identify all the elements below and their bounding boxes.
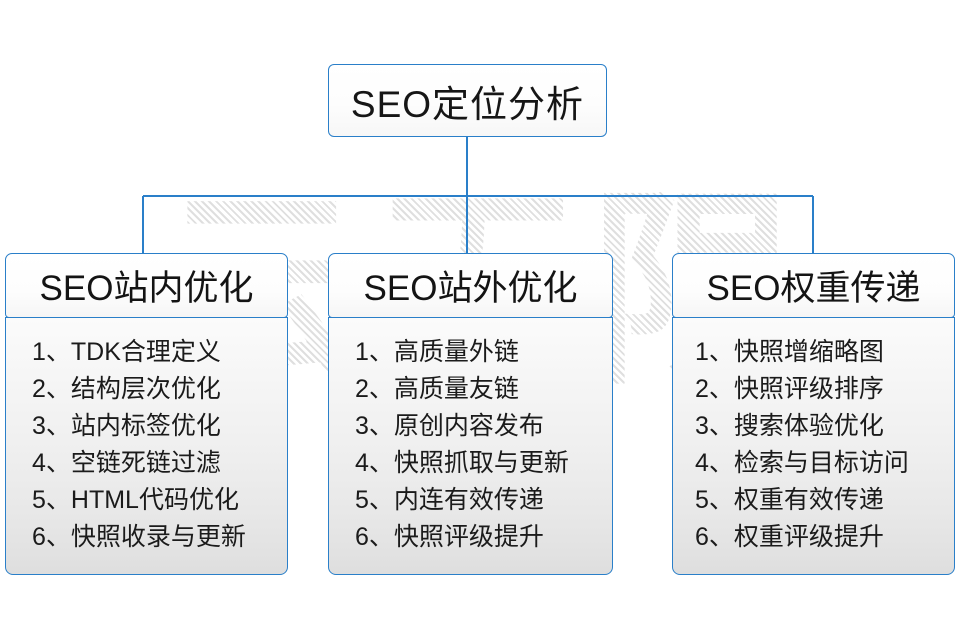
list-item: 2、高质量友链 <box>355 374 519 403</box>
list-item: 1、快照增缩略图 <box>695 337 884 366</box>
branch-column-2: SEO站外优化 1、高质量外链 2、高质量友链 3、原创内容发布 4、快照抓取与… <box>328 253 613 575</box>
branch-column-3: SEO权重传递 1、快照增缩略图 2、快照评级排序 3、搜索体验优化 4、检索与… <box>672 253 955 575</box>
list-item: 5、HTML代码优化 <box>32 485 239 514</box>
list-item: 5、内连有效传递 <box>355 485 544 514</box>
list-item: 3、搜索体验优化 <box>695 411 884 440</box>
list-item: 5、权重有效传递 <box>695 485 884 514</box>
root-node-label: SEO定位分析 <box>350 83 585 125</box>
list-item: 4、快照抓取与更新 <box>355 448 569 477</box>
list-item: 2、结构层次优化 <box>32 374 221 403</box>
branch-header-1[interactable]: SEO站内优化 <box>5 253 288 318</box>
list-item: 1、TDK合理定义 <box>32 337 221 366</box>
branch-body-1: 1、TDK合理定义 2、结构层次优化 3、站内标签优化 4、空链死链过滤 5、H… <box>5 316 288 575</box>
branch-body-2: 1、高质量外链 2、高质量友链 3、原创内容发布 4、快照抓取与更新 5、内连有… <box>328 316 613 575</box>
list-item: 3、原创内容发布 <box>355 411 544 440</box>
branch-column-1: SEO站内优化 1、TDK合理定义 2、结构层次优化 3、站内标签优化 4、空链… <box>5 253 288 575</box>
branch-list-2: 1、高质量外链 2、高质量友链 3、原创内容发布 4、快照抓取与更新 5、内连有… <box>329 334 612 556</box>
branch-header-label-3: SEO权重传递 <box>706 269 921 308</box>
branch-header-3[interactable]: SEO权重传递 <box>672 253 955 318</box>
branch-list-3: 1、快照增缩略图 2、快照评级排序 3、搜索体验优化 4、检索与目标访问 5、权… <box>673 334 954 556</box>
list-item: 2、快照评级排序 <box>695 374 884 403</box>
list-item: 4、空链死链过滤 <box>32 448 221 477</box>
branch-header-2[interactable]: SEO站外优化 <box>328 253 613 318</box>
list-item: 4、检索与目标访问 <box>695 448 909 477</box>
root-node[interactable]: SEO定位分析 <box>328 64 607 137</box>
branch-header-label-2: SEO站外优化 <box>363 269 578 308</box>
list-item: 6、快照收录与更新 <box>32 522 246 551</box>
list-item: 6、快照评级提升 <box>355 522 544 551</box>
branch-header-label-1: SEO站内优化 <box>39 269 254 308</box>
branch-list-1: 1、TDK合理定义 2、结构层次优化 3、站内标签优化 4、空链死链过滤 5、H… <box>6 334 287 556</box>
list-item: 3、站内标签优化 <box>32 411 221 440</box>
list-item: 6、权重评级提升 <box>695 522 884 551</box>
list-item: 1、高质量外链 <box>355 337 519 366</box>
branch-body-3: 1、快照增缩略图 2、快照评级排序 3、搜索体验优化 4、检索与目标访问 5、权… <box>672 316 955 575</box>
